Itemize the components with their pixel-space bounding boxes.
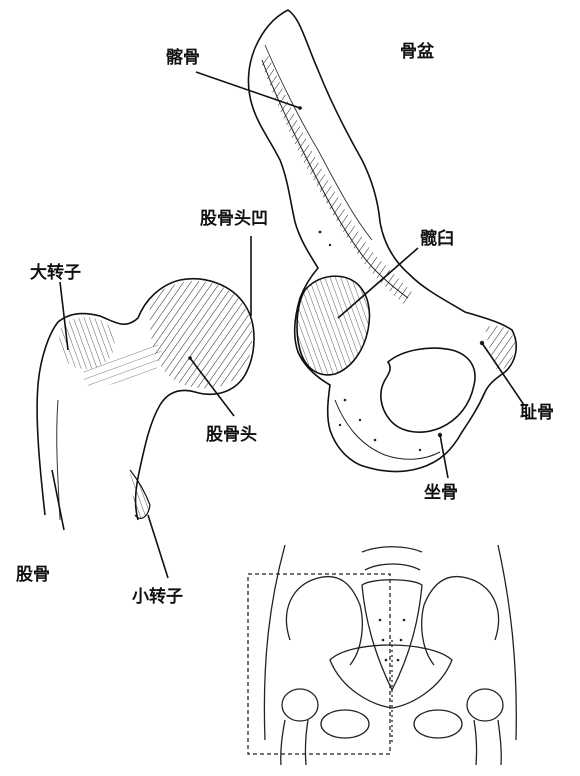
leader-pubis	[481, 342, 525, 406]
leader-femur	[51, 469, 65, 531]
label-fovea: 股骨头凹	[200, 209, 268, 229]
obturator-foramen	[380, 347, 476, 433]
femur-outline	[36, 278, 255, 521]
label-acetabulum: 髋臼	[420, 228, 454, 249]
acetabulum-outline	[296, 275, 371, 376]
label-pelvis: 骨盆	[400, 41, 435, 62]
pelvis-inset	[247, 544, 517, 766]
pelvis-bone	[247, 9, 517, 473]
leader-ischium	[439, 434, 449, 479]
label-greater-trochanter: 大转子	[30, 262, 81, 283]
femoral-head	[149, 280, 253, 389]
leader-lines	[51, 71, 525, 579]
ilium-shaded-area	[262, 55, 415, 305]
inset-right-ilium	[421, 575, 500, 666]
leader-lesser-trochanter	[147, 514, 169, 579]
label-ischium: 坐骨	[424, 483, 458, 503]
ilium-outline	[247, 9, 517, 473]
labels: 髂骨 骨盆 股骨头凹 髋臼 大转子 股骨头 耻骨 坐骨 股骨 小转子	[16, 41, 554, 607]
leader-femoral-head	[189, 357, 235, 417]
inset-sacrum	[361, 579, 423, 692]
inset-highlight-box	[247, 573, 391, 755]
label-femur: 股骨	[16, 565, 50, 585]
leader-ilium	[195, 71, 301, 109]
label-lesser-trochanter: 小转子	[132, 586, 183, 607]
femur-bone	[36, 278, 255, 521]
leader-greater-trochanter	[59, 281, 69, 351]
leader-acetabulum	[337, 247, 419, 319]
inset-left-ilium	[285, 575, 363, 666]
label-pubis: 耻骨	[520, 402, 554, 423]
label-ilium: 髂骨	[166, 47, 200, 68]
label-femoral-head: 股骨头	[206, 425, 257, 445]
